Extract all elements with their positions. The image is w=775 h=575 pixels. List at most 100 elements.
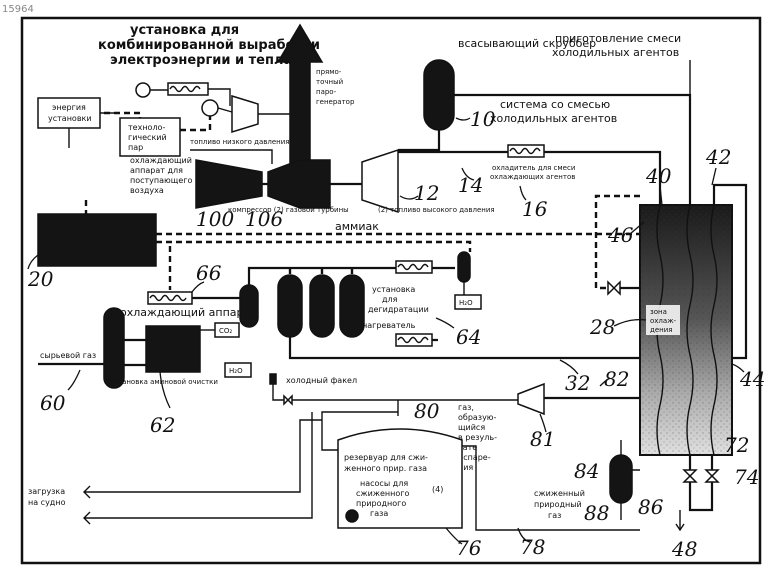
svg-text:28: 28: [589, 315, 615, 339]
recycle-valve: [608, 282, 620, 294]
dehydration-vessel-1: [278, 275, 302, 337]
ammonia-label: аммиак: [335, 220, 379, 233]
heater-coil: [396, 334, 432, 346]
lng-pump-icon: [346, 510, 358, 522]
svg-text:система со смесью: система со смесью: [500, 98, 610, 111]
mixed-refrigerant-label: система со смесью холодильных агентов: [490, 98, 617, 125]
svg-text:сжиженный: сжиженный: [534, 489, 585, 498]
separator-vessel: [240, 285, 258, 327]
svg-text:76: 76: [456, 536, 482, 560]
svg-text:72: 72: [724, 433, 749, 457]
svg-text:охлаждающий: охлаждающий: [130, 156, 192, 165]
feed-gas-label: сырьевой газ: [40, 351, 96, 360]
svg-text:генератор: генератор: [316, 98, 355, 106]
svg-text:газ: газ: [548, 511, 561, 520]
svg-text:природного: природного: [356, 499, 406, 508]
svg-text:поступающего: поступающего: [130, 176, 192, 185]
svg-text:газа: газа: [370, 509, 388, 518]
svg-text:загрузка: загрузка: [28, 487, 65, 496]
svg-text:женного прир. газа: женного прир. газа: [344, 464, 427, 473]
cold-zone-label: зона охлаж- дения: [646, 305, 680, 335]
fuel-high-pressure-label: (2) топливо высокого давления: [378, 206, 495, 214]
svg-text:точный: точный: [316, 78, 343, 86]
svg-text:приготовление смеси: приготовление смеси: [555, 32, 681, 45]
svg-text:сжиженного: сжиженного: [356, 489, 409, 498]
svg-text:установка для: установка для: [130, 23, 239, 38]
svg-text:воздуха: воздуха: [130, 186, 164, 195]
svg-text:установка: установка: [372, 285, 415, 294]
svg-text:H₂O: H₂O: [229, 367, 243, 375]
cold-flare-label: холодный факел: [286, 376, 357, 385]
svg-text:насосы для: насосы для: [360, 479, 408, 488]
cold-flare-valve: [284, 396, 292, 404]
svg-text:для: для: [382, 295, 398, 304]
svg-text:испаре-: испаре-: [458, 453, 491, 462]
svg-text:CO₂: CO₂: [219, 327, 232, 335]
svg-text:H₂O: H₂O: [459, 299, 473, 307]
ammonia-unit: [38, 214, 156, 266]
svg-text:42: 42: [705, 145, 731, 169]
small-turbine: [232, 96, 258, 132]
svg-text:щийся: щийся: [458, 423, 485, 432]
top-pump-icon: [136, 83, 150, 97]
svg-text:106: 106: [245, 207, 283, 231]
drain-valve-74: [706, 470, 718, 482]
svg-text:зона: зона: [650, 308, 667, 316]
svg-text:аппарат для: аппарат для: [130, 166, 183, 175]
boiloff-compressor: [518, 384, 544, 414]
svg-text:электроэнергии и тепла: электроэнергии и тепла: [110, 53, 292, 68]
ship-loading-arrow-2: [84, 412, 312, 524]
svg-text:прямо-: прямо-: [316, 68, 342, 76]
dehydration-filter: [458, 252, 470, 282]
svg-text:холодильных агентов: холодильных агентов: [490, 112, 617, 125]
heater-label: нагреватель: [362, 321, 416, 330]
svg-text:установки: установки: [48, 114, 92, 123]
svg-text:14: 14: [458, 173, 483, 197]
svg-text:12: 12: [414, 181, 439, 205]
svg-text:80: 80: [414, 399, 440, 423]
cooling-unit-label: охлаждающий аппарат: [120, 306, 257, 319]
intake-air-cooler-label: охлаждающий аппарат для поступающего воз…: [130, 156, 192, 195]
svg-text:16: 16: [522, 197, 548, 221]
amine-block: [146, 326, 200, 372]
suction-scrubber: [424, 60, 454, 130]
svg-text:образую-: образую-: [458, 413, 497, 422]
lng-product-label: сжиженный природный газ: [534, 489, 585, 520]
svg-text:дегидратации: дегидратации: [368, 305, 429, 314]
dehydration-vessel-2: [310, 275, 334, 337]
refrigerant-cooler: [508, 145, 544, 157]
svg-text:100: 100: [196, 207, 234, 231]
svg-text:паро-: паро-: [316, 88, 337, 96]
cold-flare-tip: [270, 374, 276, 384]
svg-text:66: 66: [196, 261, 222, 285]
dehydration-label: установка для дегидратации: [368, 285, 429, 314]
lng-flash-drum: [610, 455, 632, 503]
svg-text:дения: дения: [650, 326, 672, 334]
svg-text:46: 46: [607, 223, 634, 247]
svg-text:охлаждающих агентов: охлаждающих агентов: [490, 173, 575, 181]
document-id: 15964: [2, 4, 34, 15]
svg-text:78: 78: [520, 535, 545, 559]
svg-text:81: 81: [530, 427, 555, 451]
svg-text:84: 84: [574, 459, 599, 483]
pumps-number: (4): [432, 485, 443, 494]
svg-text:40: 40: [645, 164, 672, 188]
svg-text:20: 20: [27, 267, 54, 291]
svg-text:62: 62: [150, 413, 175, 437]
svg-text:32: 32: [565, 371, 590, 395]
amine-column: [104, 308, 124, 388]
svg-text:охладитель для смеси: охладитель для смеси: [492, 164, 575, 172]
boiloff-gas-label: газ, образую- щийся в резуль- тате испар…: [458, 403, 497, 472]
svg-text:64: 64: [456, 325, 481, 349]
steam-generator-label: прямо- точный паро- генератор: [316, 68, 355, 106]
fuel-low-pressure-label: топливо низкого давления: [190, 138, 290, 146]
mix-preparation-label: приготовление смеси холодильных агентов: [552, 32, 681, 59]
svg-text:резервуар для сжи-: резервуар для сжи-: [344, 453, 428, 462]
svg-text:гический: гический: [128, 133, 167, 142]
amine-unit-label: установка аминовой очистки: [110, 378, 218, 386]
dehydration-vessel-3: [340, 275, 364, 337]
ship-loading-arrow-1: [84, 420, 322, 498]
gas-turbine-compressor: [196, 160, 262, 208]
svg-text:энергия: энергия: [52, 103, 86, 112]
